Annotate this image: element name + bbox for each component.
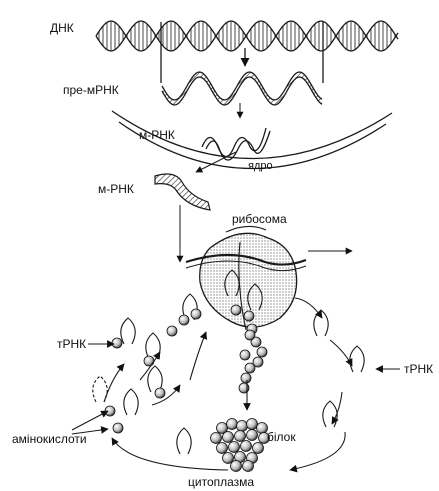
amino-acid-bead (105, 406, 115, 416)
trna-left-label: тРНК (57, 337, 86, 351)
amino-acid-bead (144, 356, 154, 366)
protein-cluster (211, 419, 270, 472)
ribosome (186, 226, 352, 330)
protein-bead (257, 423, 268, 434)
amino-acid-bead (241, 373, 251, 383)
mrna-in-cytoplasm (155, 174, 210, 262)
protein-bead (247, 419, 258, 430)
protein-bead (243, 461, 254, 472)
trna-loop (124, 389, 138, 415)
trna-loop (177, 428, 191, 454)
trna-loop (350, 346, 364, 372)
amino-acid-bead (240, 350, 250, 360)
amino-acid-bead (113, 423, 123, 433)
protein-label: білок (267, 430, 296, 444)
protein-bead (237, 421, 248, 432)
amino-acid-bead (245, 363, 255, 373)
amino-acid-bead (244, 311, 254, 321)
pre-mrna-strand (162, 72, 322, 118)
cytoplasm-label: цитоплазма (188, 475, 254, 489)
protein-bead (241, 441, 252, 452)
protein-bead (253, 443, 264, 454)
trna-right-label: тРНК (404, 362, 433, 376)
trna-loop (314, 310, 328, 336)
protein-bead (229, 442, 240, 453)
amino-acids-label: амінокислоти (12, 432, 87, 446)
dna-label: ДНК (50, 21, 74, 35)
amino-acid-bead (231, 305, 241, 315)
mrna-nucleus-label: м-РНК (139, 128, 175, 142)
amino-acid-bead (257, 347, 267, 357)
trna-loop (121, 318, 135, 344)
amino-acid-bead (167, 326, 177, 336)
ribosome-label: рибосома (232, 212, 287, 226)
protein-bead (217, 443, 228, 454)
amino-acid-bead (112, 338, 122, 348)
pre-mrna-label: пре-мРНК (63, 83, 119, 97)
protein-bead (235, 431, 246, 442)
amino-acid-bead (245, 330, 255, 340)
nucleus-label: ядро (248, 160, 273, 172)
mrna-cytoplasm-label: м-РНК (98, 182, 134, 196)
protein-bead (227, 419, 238, 430)
amino-acid-bead (179, 315, 189, 325)
protein-bead (211, 433, 222, 444)
amino-acid-bead (191, 309, 201, 319)
trna-loop (323, 401, 337, 427)
protein-bead (247, 430, 258, 441)
protein-bead (223, 432, 234, 443)
protein-bead (231, 461, 242, 472)
amino-acid-bead (155, 388, 165, 398)
